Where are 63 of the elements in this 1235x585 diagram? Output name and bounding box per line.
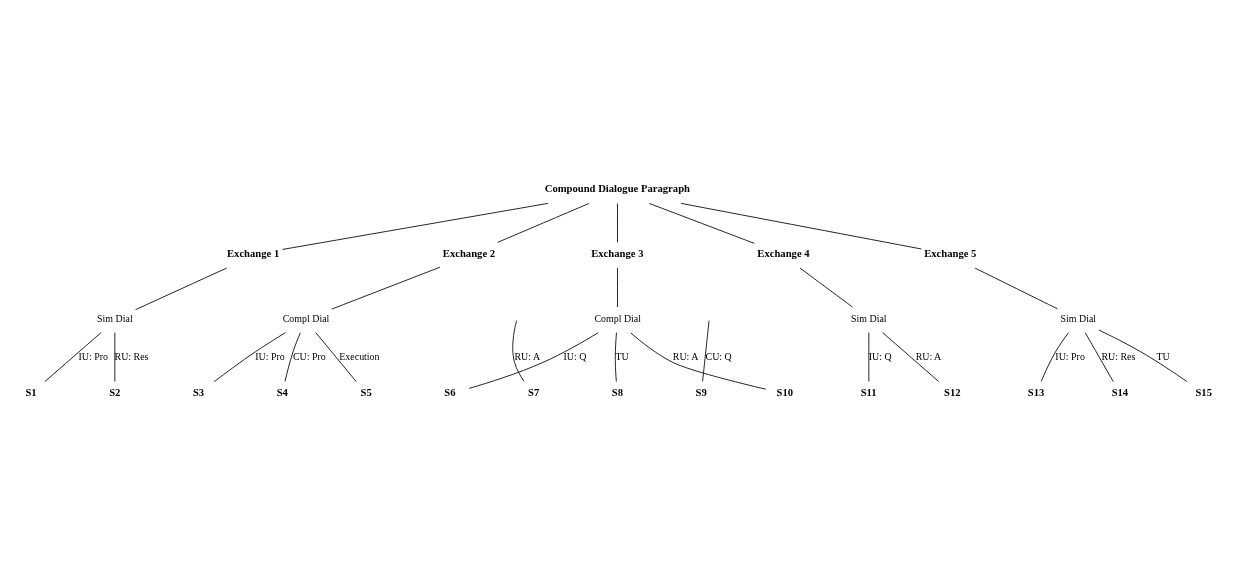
connector [1084,332,1114,382]
connector [882,332,940,382]
connector [497,203,590,243]
node-text: Compl Dial [282,313,330,325]
node-text: Exchange 5 [924,248,977,259]
node-text: S4 [276,387,288,399]
edge-label: IU: Q [563,350,587,362]
node-text: Sim Dial [1060,313,1097,325]
connector [799,267,853,308]
connector [512,320,525,382]
edge-label: RU: Res [1101,350,1136,362]
edge-label: RU: A [672,350,699,362]
node-text: S2 [109,387,121,399]
connector [617,203,618,243]
edge-label: RU: Res [114,350,149,362]
edge-label: IU: Pro [78,350,108,362]
connector [1098,329,1188,382]
edge-label: CU: Pro [292,350,326,362]
node-text: S14 [1111,387,1129,399]
connector [468,332,599,389]
node-text: Exchange 2 [442,248,496,259]
node-text: S9 [695,387,707,399]
connector [614,332,617,382]
connector [974,267,1058,310]
edge-label: RU: A [915,350,942,362]
node-text: S11 [860,387,877,399]
connector [680,202,922,250]
connector [282,202,549,250]
edge-label: CU: Q [705,350,732,362]
node-text: S15 [1195,387,1212,399]
edge-label: IU: Pro [255,350,285,362]
node-text: Sim Dial [97,313,133,325]
node-text: S5 [360,387,372,399]
node-text: Exchange 4 [757,248,810,259]
node-text: Exchange 1 [227,248,280,259]
node-text: Compl Dial [594,313,641,325]
connector [1040,332,1070,382]
node-text: S8 [611,387,624,399]
connector [702,320,710,382]
edge-label: RU: A [514,350,541,362]
node-text: Sim Dial [851,313,887,325]
connector [44,332,102,382]
node-text: S10 [776,387,794,399]
connector [331,266,441,310]
connector [617,267,618,308]
node-text: S13 [1027,387,1045,399]
connector [315,332,357,382]
edge-label: IU: Pro [1055,350,1085,362]
connector [284,332,301,382]
connector [630,332,767,390]
edge-label: TU [1156,350,1170,362]
edge-label: Execution [339,350,380,362]
node-text: S1 [25,387,37,399]
node-text: S3 [192,387,205,399]
node-text: Exchange 3 [591,248,644,259]
connector [135,267,227,311]
node-text: S6 [444,387,456,399]
node-text: S12 [944,387,961,399]
node-text: S7 [528,387,540,399]
connector [213,332,286,382]
connector [648,203,755,244]
node-text: Compound Dialogue Paragraph [544,183,690,195]
edge-label: IU: Q [868,350,892,362]
